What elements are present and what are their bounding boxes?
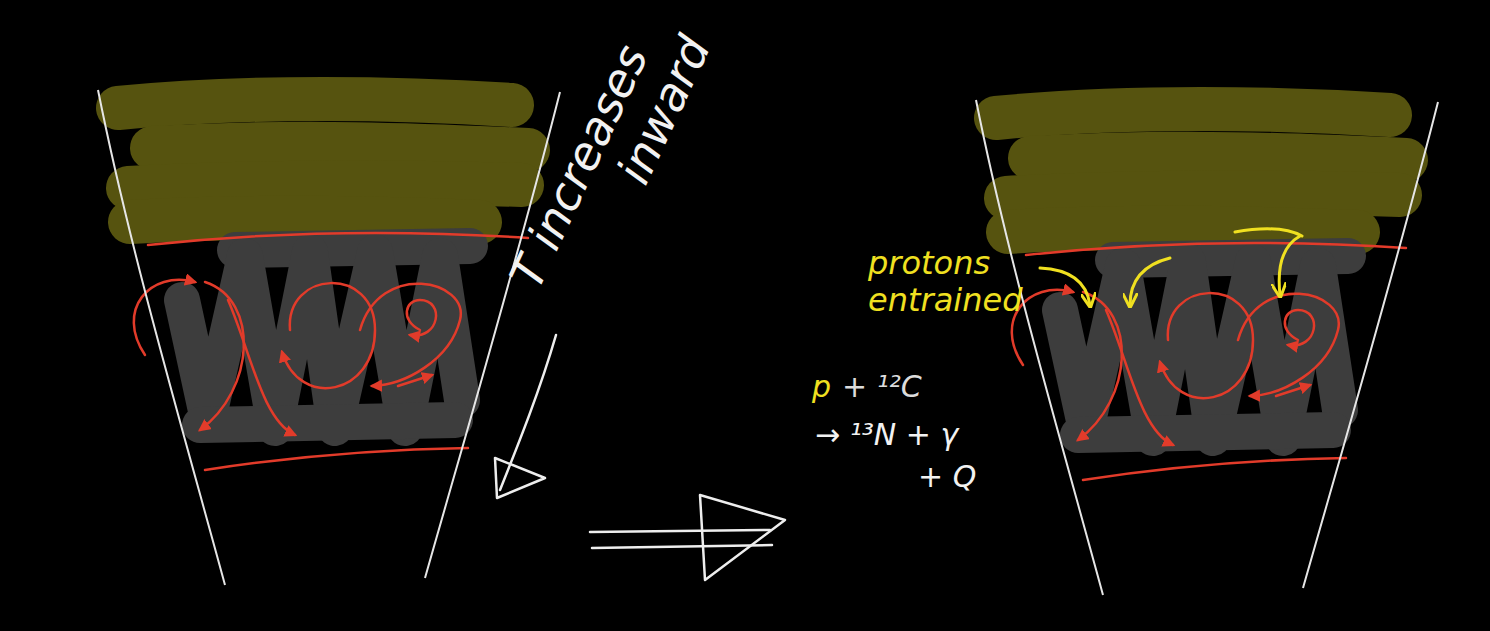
convective-zone (182, 246, 470, 428)
axis-note: T increases inward (500, 0, 744, 319)
flow-arrow (398, 375, 432, 386)
brush-stroke (130, 218, 480, 222)
flow-loop (407, 300, 436, 335)
envelope-layer (118, 99, 528, 222)
leader-arrow (1279, 236, 1300, 295)
brush-stroke (152, 144, 528, 150)
brush-stroke (200, 420, 455, 425)
flow-loop (360, 284, 461, 386)
callout-text: protons entrained (868, 245, 1033, 319)
entrainment-arrows (1040, 229, 1302, 305)
brush-stroke (118, 99, 512, 108)
equation-term: + ¹²C (842, 370, 922, 405)
transition-arrow (592, 545, 772, 548)
flow-arrow (134, 280, 195, 355)
zone-boundary (148, 233, 528, 245)
star-shell-copy (976, 100, 1438, 595)
star-wedge (98, 90, 560, 585)
convection-flow (134, 233, 528, 470)
equation-term: → ¹³N + γ (815, 418, 958, 453)
equation-term: + Q (918, 460, 976, 495)
equation-term: p (812, 370, 831, 405)
brush-stroke (128, 182, 522, 188)
leader-arrow (1235, 229, 1302, 236)
flow-arrow (228, 300, 295, 435)
zone-boundary (205, 448, 468, 470)
wedge-edge (98, 90, 225, 585)
arrow-head (700, 495, 785, 580)
hand-arrows (495, 335, 785, 580)
brush-stroke (182, 252, 462, 428)
leader-arrow (1040, 268, 1090, 305)
transition-arrow (590, 530, 770, 532)
arrow-head (495, 458, 545, 498)
wedge-edge (425, 92, 560, 578)
flow-arrow (200, 282, 244, 430)
flow-loop (282, 283, 375, 388)
leader-arrow (1130, 258, 1170, 305)
star-shell (98, 90, 560, 585)
inward-arrow (500, 335, 556, 490)
